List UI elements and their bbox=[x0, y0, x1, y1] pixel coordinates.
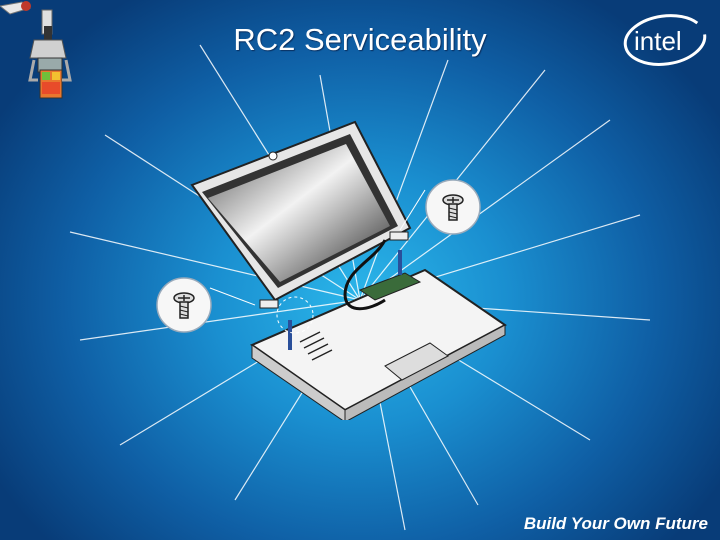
robot-arm-logo bbox=[0, 1, 72, 99]
screw-icon bbox=[425, 179, 481, 235]
svg-text:intel: intel bbox=[634, 26, 682, 56]
left-callout-leader bbox=[209, 287, 256, 306]
slide-title: RC2 Serviceability bbox=[233, 22, 487, 57]
footer-tagline: Build Your Own Future bbox=[523, 514, 708, 533]
left-hinge-screw-callout bbox=[155, 276, 213, 334]
right-hinge-screw-callout bbox=[424, 178, 482, 236]
intel-logo: intel bbox=[623, 14, 707, 66]
screw-icon bbox=[156, 277, 212, 333]
laptop-diagram bbox=[190, 120, 507, 420]
right-callout-leader bbox=[399, 189, 426, 231]
